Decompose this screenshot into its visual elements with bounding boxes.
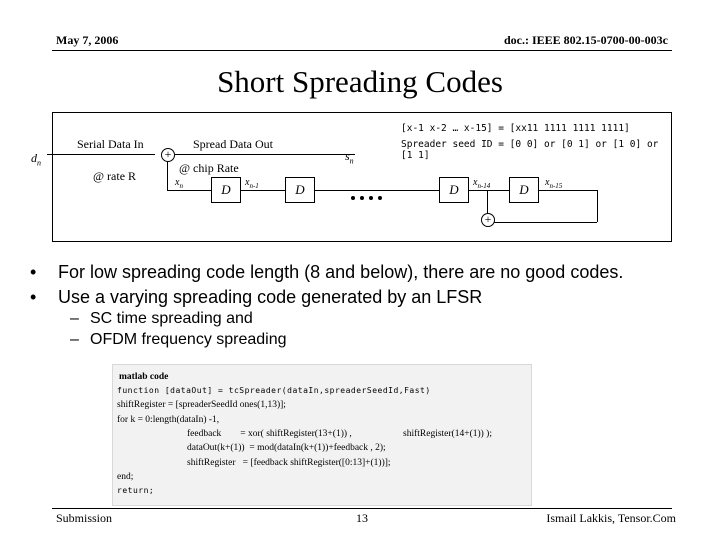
footer-submission: Submission: [56, 511, 113, 525]
code-line-shiftregister-init: shiftRegister = [spreaderSeedId ones(1,1…: [117, 400, 286, 410]
tap-xn15-label: xn-15: [545, 177, 563, 190]
tap14-feedback-line: [487, 190, 488, 222]
tap15-feedback-line: [597, 190, 598, 222]
footer-page-number: 13: [356, 511, 368, 525]
xor-adder-bottom: +: [481, 213, 495, 227]
subbullet-item-2: OFDM frequency spreading: [90, 331, 287, 348]
code-line-feedback-cont: shiftRegister(14+(1)) );: [403, 429, 492, 439]
tap-xn1-label: xn-1: [245, 177, 259, 190]
footer-author: Ismail Lakkis, Tensor.Com: [546, 511, 676, 525]
seed-state-label: [x-1 x-2 … x-15] = [xx11 1111 1111 1111]: [401, 123, 630, 134]
code-heading: matlab code: [119, 372, 169, 382]
output-line: [175, 154, 355, 155]
ellipsis-dots: [351, 187, 387, 205]
code-line-return: return;: [117, 486, 155, 495]
delay-block-2: D: [285, 177, 315, 203]
footer-rule: [52, 508, 672, 509]
tap-xn-label: xn: [175, 177, 183, 190]
bullet-item-2: Use a varying spreading code generated b…: [58, 287, 483, 307]
bullet-item-1: For low spreading code length (8 and bel…: [58, 262, 624, 282]
code-line-dataout: dataOut(k+(1)) = mod(dataIn(k+(1))+feedb…: [187, 443, 386, 453]
delay-block-4: D: [509, 177, 539, 203]
tap-xn14-label: xn-14: [473, 177, 491, 190]
header-rule: [52, 50, 672, 51]
chip-rate-label: @ chip Rate: [179, 161, 239, 175]
slide-title: Short Spreading Codes: [217, 64, 503, 99]
code-line-function: function [dataOut] = tcSpreader(dataIn,s…: [117, 386, 431, 395]
bullet-dot-2: •: [30, 287, 37, 307]
subbullet-item-1: SC time spreading and: [90, 310, 253, 327]
code-line-feedback: feedback = xor( shiftRegister(13+(1)) ,: [187, 429, 352, 439]
feedback-join-line: [487, 222, 597, 223]
lfsr-diagram: [x-1 x-2 … x-15] = [xx11 1111 1111 1111]…: [31, 112, 672, 242]
subbullet-dash-1: –: [70, 310, 79, 327]
code-line-end: end;: [117, 472, 134, 482]
code-line-shift: shiftRegister = [feedback shiftRegister(…: [187, 458, 391, 468]
seed-id-label: Spreader seed ID = [0 0] or [0 1] or [1 …: [401, 139, 659, 161]
delay-block-1: D: [211, 177, 241, 203]
header-date: May 7, 2006: [56, 33, 119, 47]
bullet-dot-1: •: [30, 262, 37, 282]
delay-block-3: D: [439, 177, 469, 203]
rate-r-label: @ rate R: [93, 169, 137, 183]
header-doc-id: doc.: IEEE 802.15-0700-00-003c: [504, 33, 668, 47]
xor-adder-top: +: [161, 148, 175, 162]
input-symbol-dn: dn: [31, 151, 41, 168]
output-symbol-sn: sn: [345, 149, 354, 166]
subbullet-dash-2: –: [70, 331, 79, 348]
adder-feed-line: [167, 162, 168, 190]
code-line-for: for k = 0:length(dataIn) -1,: [117, 415, 220, 425]
serial-data-in-label: Serial Data In: [77, 137, 144, 151]
input-line: [47, 154, 155, 155]
matlab-code-block: matlab code function [dataOut] = tcSprea…: [112, 364, 532, 506]
spread-data-out-label: Spread Data Out: [193, 137, 273, 151]
register-line: [167, 190, 597, 191]
